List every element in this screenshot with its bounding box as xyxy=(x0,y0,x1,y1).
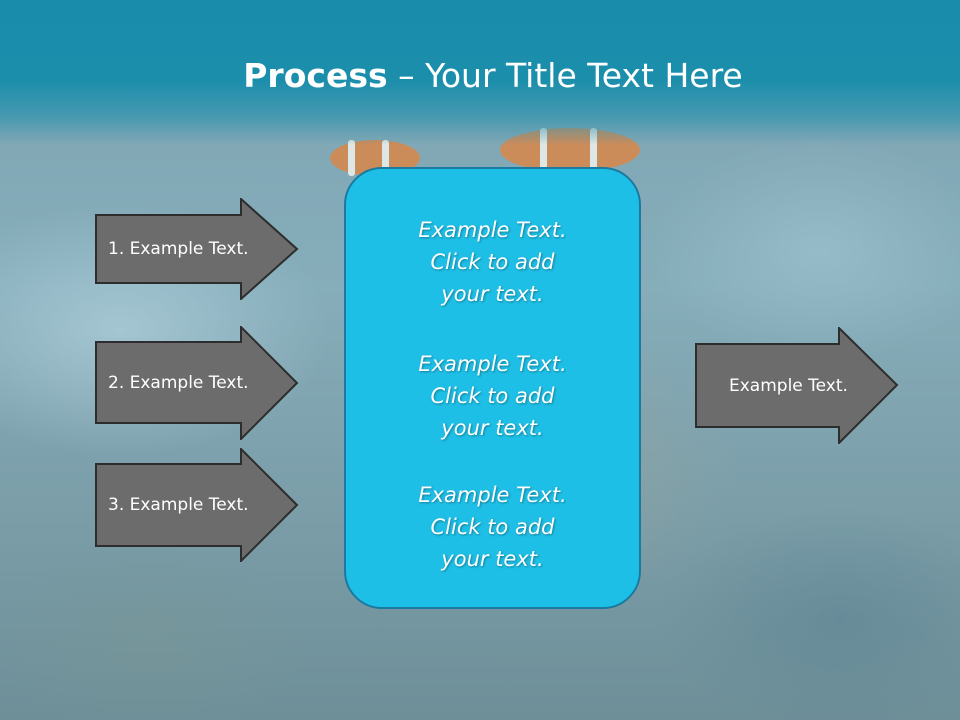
title-rest-part: Your Title Text Here xyxy=(425,56,743,95)
output-arrow[interactable]: Example Text. xyxy=(695,327,899,444)
process-arrow-1[interactable]: 1. Example Text. xyxy=(95,198,299,300)
center-text-box[interactable]: Example Text. Click to add your text. Ex… xyxy=(344,167,641,609)
center-paragraph-2: Example Text. Click to add your text. xyxy=(418,352,567,440)
arrow-shape xyxy=(95,326,299,440)
center-paragraph-3: Example Text. Click to add your text. xyxy=(418,483,567,571)
title-bold-part: Process xyxy=(243,56,388,95)
title-bar xyxy=(0,0,960,145)
arrow-shape xyxy=(95,448,299,562)
process-arrow-2[interactable]: 2. Example Text. xyxy=(95,326,299,440)
arrow-label: 3. Example Text. xyxy=(108,495,249,515)
center-paragraph-1: Example Text. Click to add your text. xyxy=(418,218,567,306)
title-dash: – xyxy=(387,56,426,95)
arrow-label: 2. Example Text. xyxy=(108,373,249,393)
slide-title[interactable]: Process – Your Title Text Here xyxy=(0,54,960,98)
arrow-shape xyxy=(695,327,899,444)
process-arrow-3[interactable]: 3. Example Text. xyxy=(95,448,299,562)
arrow-label: 1. Example Text. xyxy=(108,239,249,259)
arrow-label: Example Text. xyxy=(729,375,848,396)
arrow-shape xyxy=(95,198,299,300)
